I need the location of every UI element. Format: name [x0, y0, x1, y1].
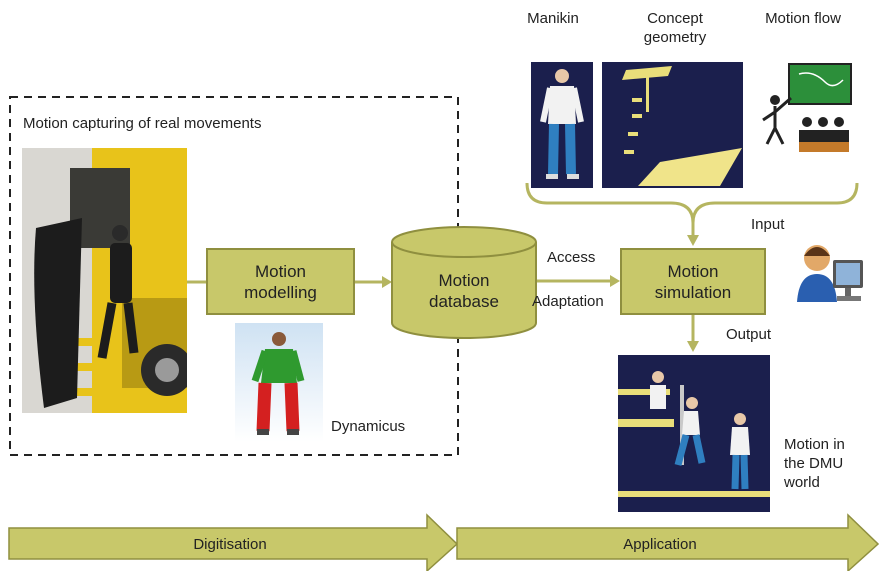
motion-flow-label: Motion flow [765, 10, 841, 27]
motion-database-node: Motion database [392, 270, 536, 312]
concept-geometry-illustration [622, 66, 742, 186]
motion-modelling-line1: Motion [254, 261, 306, 281]
dynamicus-label: Dynamicus [331, 418, 406, 435]
dynamicus-figure [235, 323, 323, 442]
database-cylinder-top [391, 226, 537, 258]
truck-illustration [22, 148, 187, 413]
application-label: Application [623, 536, 697, 553]
capture-region [9, 96, 459, 456]
database-cylinder [391, 242, 537, 339]
digitisation-label: Digitisation [193, 536, 267, 553]
motion-database-line1: Motion [438, 271, 490, 290]
manikin-label: Manikin [527, 10, 579, 27]
motion-simulation-line1: Motion [667, 261, 719, 281]
access-label: Access [547, 249, 596, 266]
concept-geometry-label: Concept geometry [620, 9, 730, 47]
input-label: Input [751, 216, 785, 233]
output-label: Output [726, 326, 772, 343]
dmu-world-image [618, 355, 770, 512]
adaptation-label: Adaptation [532, 293, 604, 310]
user-computer-icon [795, 238, 865, 304]
motion-modelling-line2: modelling [244, 282, 317, 302]
manikin-illustration [540, 69, 584, 179]
dmu-world-illustration [618, 371, 770, 497]
dmu-world-label: Motion in the DMU world [784, 435, 845, 492]
digitisation-arrow [8, 513, 459, 571]
dmu-label-line1: Motion in [784, 436, 845, 453]
motion-flow-image [755, 62, 855, 157]
concept-geometry-image [602, 62, 743, 188]
motion-simulation-node: Motion simulation [620, 248, 766, 315]
dynamicus-illustration [251, 332, 305, 435]
capture-title: Motion capturing of real movements [23, 115, 262, 132]
arrowhead-right-access [610, 275, 620, 287]
truck-photo [22, 148, 187, 413]
user-icon [797, 245, 863, 302]
motion-database-line2: database [429, 292, 499, 311]
input-bracket [525, 182, 859, 224]
arrowhead-input [687, 235, 699, 246]
manikin-image [531, 62, 593, 188]
concept-label-line2: geometry [643, 29, 707, 46]
motion-modelling-node: Motion modelling [206, 248, 355, 315]
arrowhead-database [382, 276, 392, 288]
motion-simulation-line2: simulation [654, 282, 732, 302]
arrowhead-output [687, 341, 699, 352]
motion-flow-illustration [762, 63, 852, 152]
concept-label-line1: Concept [647, 10, 703, 27]
application-arrow [456, 513, 879, 571]
dmu-label-line3: world [784, 474, 820, 491]
dmu-label-line2: the DMU [784, 455, 844, 472]
